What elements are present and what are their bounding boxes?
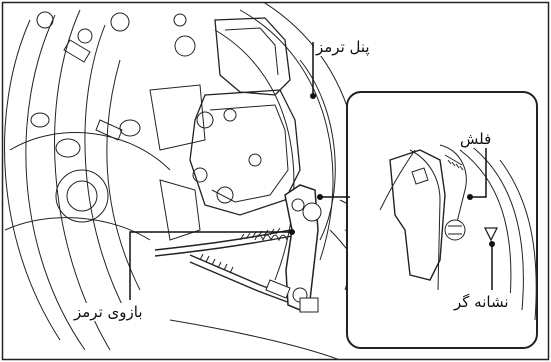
label-brake-panel: پنل ترمز xyxy=(314,38,372,56)
label-indicator: نشانه گر xyxy=(452,293,511,311)
arrow-dot xyxy=(467,194,473,200)
arrow-source-dot xyxy=(317,194,323,200)
label-arrow: فلش xyxy=(458,130,493,148)
brake-panel-dot xyxy=(310,93,316,99)
indicator-dot xyxy=(489,241,495,247)
brake-arm-dot xyxy=(289,229,295,235)
label-brake-arm: بازوی ترمز xyxy=(72,303,145,321)
